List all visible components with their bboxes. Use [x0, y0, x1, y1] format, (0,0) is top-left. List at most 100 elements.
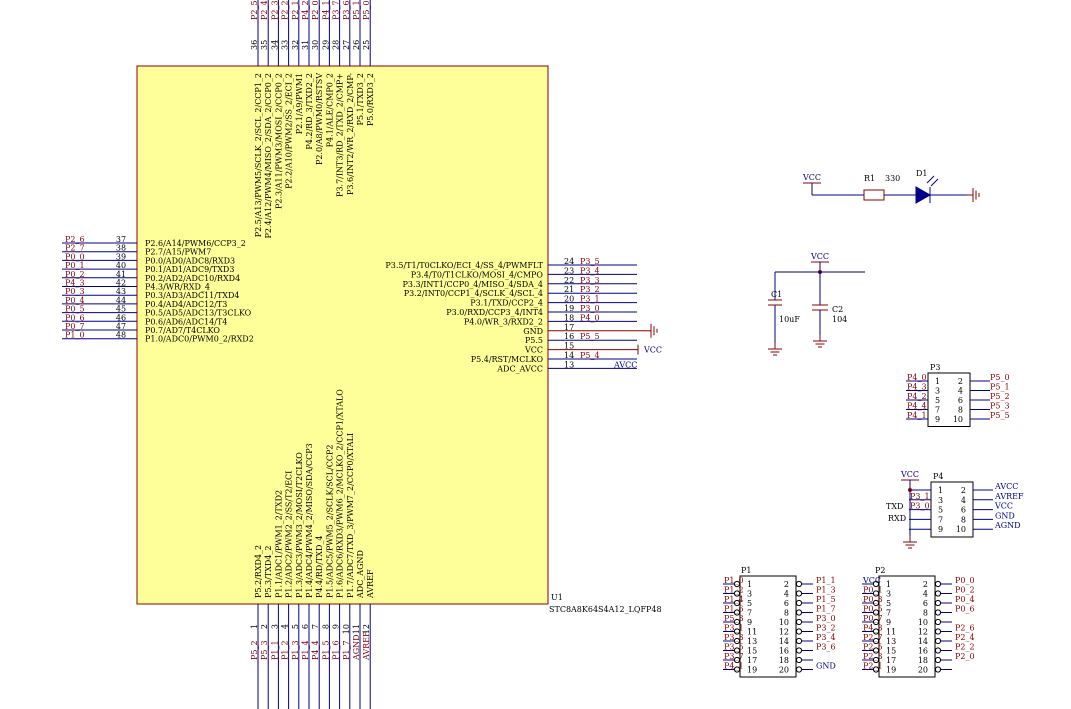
c2-ground: [813, 335, 827, 348]
pin-number: 27: [342, 40, 351, 50]
net-label: P2_2: [281, 0, 290, 20]
c1-value: 10uF: [779, 315, 800, 324]
gnd-pin17: [645, 323, 658, 338]
pin-number: 15: [886, 647, 896, 656]
pin-number: 13: [564, 360, 574, 369]
pin-function: P1.6/ADC6/RXD3/PWM6_2/MCLKO_2/CCP1/XTALO: [336, 389, 345, 598]
pin-number: 5: [291, 624, 300, 629]
pin-bubble: [934, 628, 942, 635]
pin-number: 7: [311, 624, 320, 629]
pin-number: 39: [116, 252, 126, 261]
pin-number: 2: [958, 377, 963, 386]
right-net-label: P1_3: [816, 586, 836, 595]
pin-bubble: [795, 647, 803, 654]
net-label: P1_0: [65, 331, 85, 340]
pin-number: 2: [784, 580, 789, 589]
mcu-pin-7: P4.4/RD/TXD_4 7P4_4: [311, 536, 324, 709]
pin-bubble: [733, 666, 741, 673]
pin-function: ADC_AGND: [356, 550, 365, 599]
pin-function: P1.5/ADC5/PWM5_2/SCLK/SCL/CCP2: [325, 445, 334, 598]
net-label: P4_2: [301, 0, 310, 20]
net-label: P1_1: [270, 640, 279, 660]
pin-number: 9: [332, 624, 341, 629]
net-label: P2_5: [250, 0, 259, 20]
right-net-label: P3_4: [816, 633, 836, 642]
left-net-label: P1_6: [724, 605, 744, 614]
pin-function: P1.0/ADC0/PWM0_2/RXD2: [145, 335, 254, 344]
caps-vcc: VCC: [810, 252, 829, 263]
pin-number: 4: [923, 590, 928, 599]
pin-number: 11: [352, 624, 361, 634]
left-net-label: P0_1: [863, 586, 883, 595]
left-net-label: P3_3: [724, 633, 744, 642]
pin-number: 5: [938, 506, 943, 515]
pin-number: 10: [956, 525, 966, 534]
pin-function: P1.4/ADC4/PWM4_2/MISO/SDA/CCP3: [305, 443, 314, 598]
pin-number: 31: [301, 40, 310, 50]
pin-bubble: [795, 628, 803, 635]
pin-function: P4.2/RD_3/TXD2_2: [305, 73, 314, 150]
pin-bubble: [872, 599, 880, 607]
pin-number: 9: [886, 618, 891, 627]
pin-number: 6: [961, 506, 966, 515]
txd-label: TXD: [886, 502, 903, 511]
net-label: P3_3: [580, 276, 600, 285]
net-label: P4_4: [311, 640, 320, 660]
pin-bubble: [872, 618, 880, 626]
pin-number: 1: [747, 580, 752, 589]
pin-number: 37: [116, 235, 126, 244]
pin-number: 2: [961, 486, 966, 495]
pin-bubble: [872, 580, 880, 588]
vcc-label: VCC: [802, 173, 821, 182]
net-label: P0_5: [65, 305, 85, 314]
left-net-label: P3_5: [724, 643, 744, 652]
pin-number: 16: [918, 647, 928, 656]
right-net-label: P0_6: [955, 605, 975, 614]
pin-number: 12: [362, 624, 371, 634]
left-net-label: P4_3: [907, 383, 927, 392]
net-label: P1_6: [332, 640, 341, 660]
pin-number: 19: [886, 666, 896, 675]
pin-number: 14: [564, 351, 574, 360]
net-label: P1_3: [291, 640, 300, 660]
net-label: P0_3: [65, 287, 85, 296]
pin-number: 3: [270, 624, 279, 629]
pin-number: 18: [564, 313, 574, 322]
pin-number: 35: [260, 40, 269, 50]
left-net-label: P3_1: [910, 492, 930, 501]
pin-number: 5: [747, 599, 752, 608]
pin-function: P2.6/A14/PWM6/CCP3_2: [145, 239, 246, 248]
pin-number: 5: [935, 396, 940, 405]
pin-bubble: [733, 647, 741, 654]
right-net-label: P5_0: [990, 373, 1010, 382]
pin-number: 4: [281, 624, 290, 629]
pin-function: P2.1/A9/PWM1: [295, 73, 304, 134]
net-label: P0_1: [65, 261, 85, 270]
pin-function: P4.4/RD/TXD_4: [315, 536, 324, 598]
pin-number: 10: [953, 415, 963, 424]
pin-number: 30: [311, 40, 320, 50]
right-net-label: AGND: [994, 521, 1021, 530]
pin-function: P4.3/WR/RXD_4: [145, 283, 210, 292]
left-net-label: P4_0: [907, 373, 927, 382]
pin-bubble: [795, 599, 803, 607]
pin-number: 38: [116, 244, 126, 253]
pin-number: 1: [938, 486, 943, 495]
right-net-label: P1_5: [816, 595, 836, 604]
pin-number: 8: [961, 515, 966, 524]
